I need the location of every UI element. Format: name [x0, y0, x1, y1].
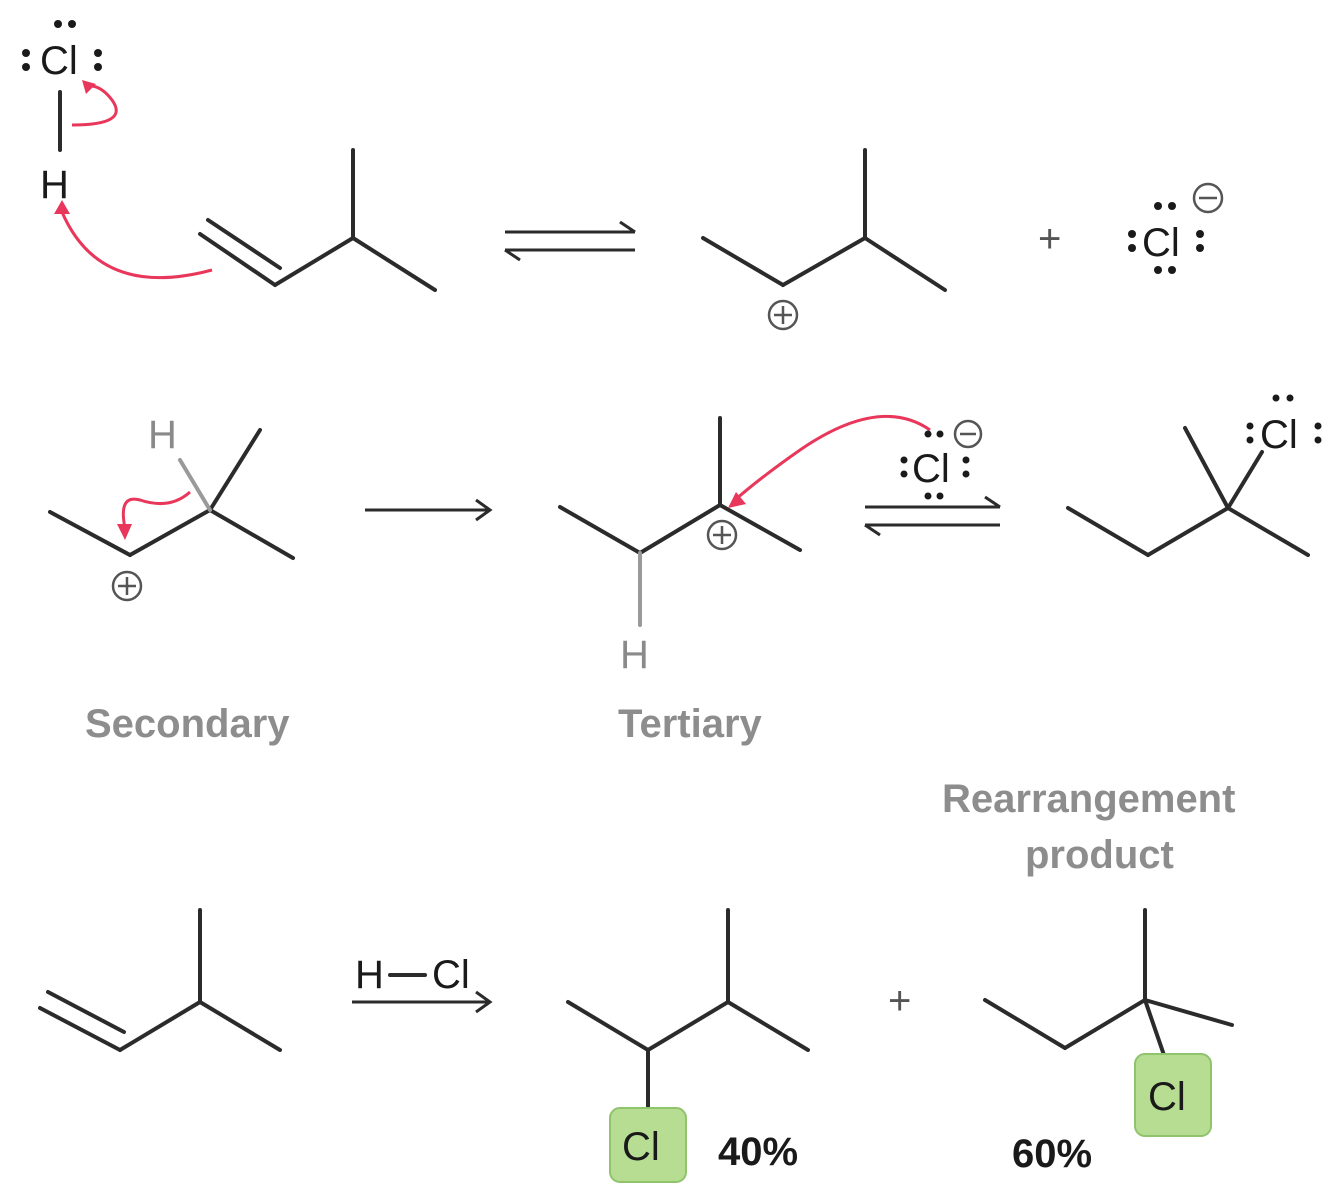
double-bond-line	[46, 990, 126, 1034]
hcl-molecule: Cl H	[22, 20, 102, 207]
hcl-hydrogen-atom: H	[40, 163, 69, 207]
rearrangement-label-line2: product	[1025, 833, 1174, 877]
bond	[983, 998, 1067, 1050]
bond	[1143, 998, 1234, 1027]
curly-arrow-head	[728, 492, 746, 508]
plus-sign: +	[1038, 217, 1061, 261]
product-chlorine-atom: Cl	[622, 1125, 660, 1169]
bond	[198, 1000, 282, 1052]
lone-pair-dot	[22, 63, 30, 71]
reagent-arrow: H Cl	[352, 953, 493, 1014]
bond	[351, 236, 437, 292]
bond	[118, 1000, 202, 1052]
secondary-label: Secondary	[85, 702, 290, 746]
bond	[638, 503, 722, 555]
rearrangement-label-line1: Rearrangement	[942, 777, 1235, 821]
lone-pair-dot	[54, 20, 62, 28]
hcl-chlorine-atom: Cl	[40, 39, 78, 83]
plus-sign: +	[888, 979, 911, 1023]
tertiary-carbocation: H	[558, 416, 802, 677]
arrow-barb	[619, 220, 636, 234]
double-bond-line	[198, 232, 277, 287]
equilibrium-arrow	[864, 495, 1001, 537]
bond	[128, 508, 212, 557]
lone-pair-dot	[94, 49, 102, 57]
curly-arrow-head	[54, 200, 70, 214]
product-chlorine-atom: Cl	[1148, 1075, 1186, 1119]
chlorine-highlight	[609, 1107, 687, 1183]
bond	[701, 236, 785, 287]
reagent-chlorine: Cl	[432, 953, 470, 997]
double-bond-line	[38, 1006, 122, 1052]
bond	[208, 428, 262, 512]
tertiary-chloride-row2: Cl	[1066, 394, 1322, 557]
lone-pair-dot	[94, 63, 102, 71]
yield-40-percent: 40%	[718, 1130, 798, 1174]
positive-charge-icon	[111, 570, 143, 602]
chlorine-highlight	[1134, 1053, 1212, 1137]
secondary-carbocation-row1	[701, 148, 947, 331]
double-bond-line	[206, 218, 282, 270]
arrow-barb	[504, 248, 521, 262]
bond	[646, 1000, 730, 1052]
bond	[1066, 506, 1150, 557]
bond	[1063, 998, 1147, 1050]
c-h-bond	[178, 458, 212, 512]
secondary-carbocation-row2: H	[48, 413, 295, 602]
curly-arrow-head	[117, 524, 132, 540]
equilibrium-arrow	[504, 220, 636, 262]
negative-charge-icon	[1192, 182, 1224, 214]
bond	[1183, 426, 1230, 510]
bond	[863, 236, 947, 292]
chloride-atom: Cl	[912, 447, 950, 491]
chlorine-atom: Cl	[1260, 413, 1298, 457]
positive-charge-icon	[706, 519, 738, 551]
bond	[566, 1000, 650, 1052]
reagent-hydrogen: H	[355, 953, 384, 997]
lone-pair-dot	[68, 20, 76, 28]
bond	[1146, 506, 1230, 557]
curly-arrow-hydride-shift	[121, 490, 192, 529]
negative-charge-icon	[953, 419, 983, 449]
chloride-ion-row1: Cl	[1128, 182, 1224, 274]
alkene-starting-material	[198, 148, 437, 292]
bond	[718, 503, 802, 552]
tertiary-chloride-product: Cl	[983, 908, 1234, 1137]
bond	[558, 505, 642, 555]
curly-arrow-alkene-to-h	[60, 211, 213, 280]
chloride-atom: Cl	[1142, 221, 1180, 265]
bond	[208, 508, 295, 560]
migrating-hydrogen-atom: H	[148, 413, 177, 457]
alkene-row3	[38, 908, 282, 1052]
bond	[1226, 506, 1310, 557]
curly-arrow-bond-to-cl	[71, 84, 118, 127]
bond	[273, 236, 355, 287]
curly-arrow-head	[82, 80, 96, 94]
secondary-chloride-product: Cl	[566, 908, 810, 1183]
lone-pair-dot	[22, 49, 30, 57]
c-cl-bond	[1143, 998, 1167, 1060]
bond	[781, 236, 867, 287]
curly-arrow-chloride-attack	[734, 414, 931, 502]
shifted-hydrogen-atom: H	[620, 633, 649, 677]
positive-charge-icon	[767, 299, 799, 331]
bond	[726, 1000, 810, 1052]
tertiary-label: Tertiary	[618, 702, 763, 746]
forward-reaction-arrow	[365, 498, 493, 522]
yield-60-percent: 60%	[1012, 1132, 1092, 1176]
bond	[48, 510, 132, 557]
c-cl-bond	[1226, 450, 1264, 510]
chloride-ion-row2: Cl	[900, 419, 983, 500]
